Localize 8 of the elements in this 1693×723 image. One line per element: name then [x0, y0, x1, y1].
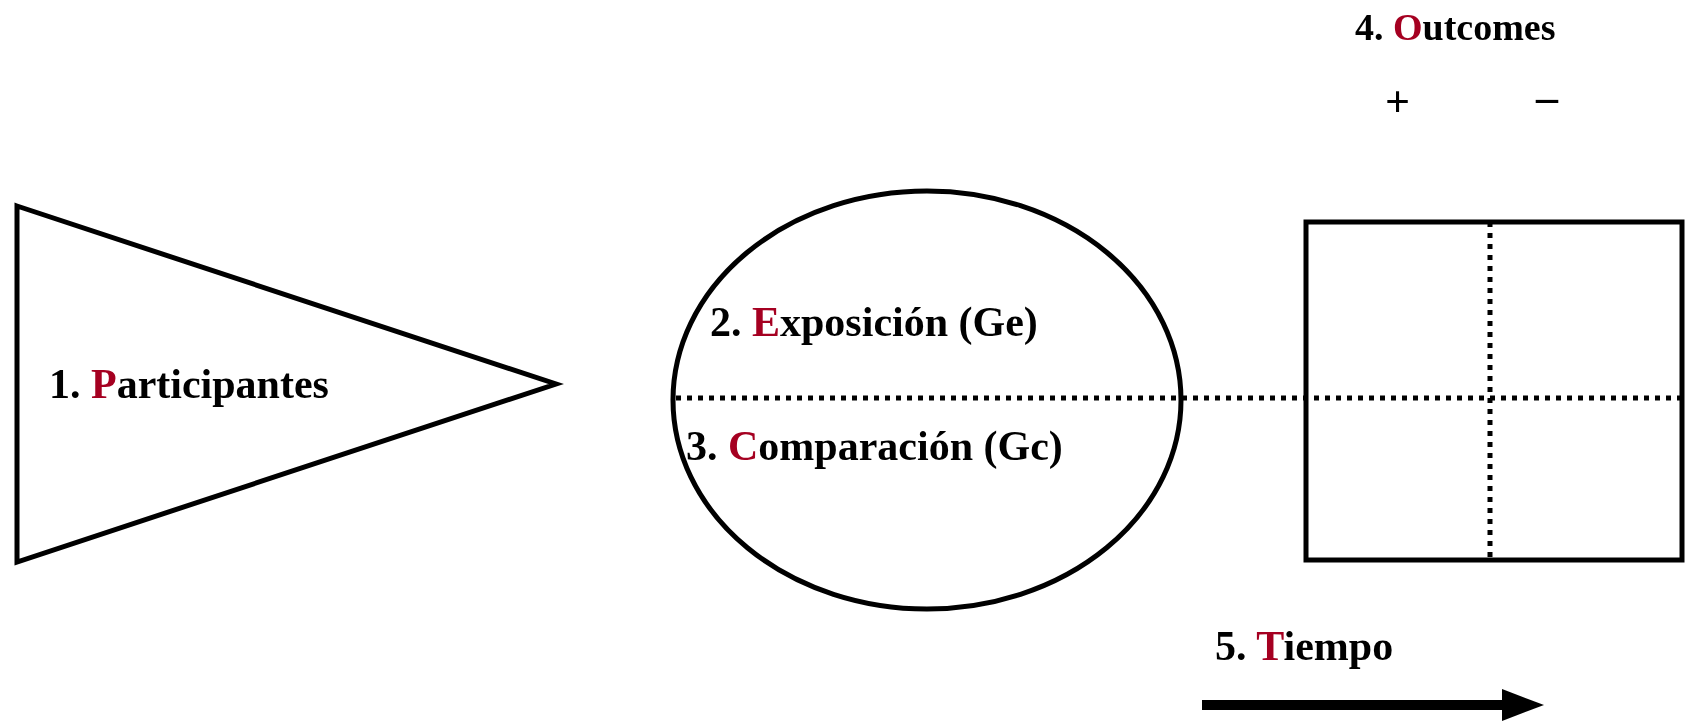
group-label: 4. Outcomes	[1355, 8, 1556, 46]
minus-sign: –	[1536, 76, 1558, 120]
group-label: 2. Exposición (Ge)	[710, 301, 1038, 343]
plus-sign: +	[1385, 80, 1411, 124]
group-label: 1. Participantes	[49, 363, 329, 405]
group-label: 3. Comparación (Gc)	[686, 425, 1063, 467]
time-label: 5. Tiempo	[1215, 625, 1394, 667]
groups-ellipse	[670, 188, 1184, 612]
